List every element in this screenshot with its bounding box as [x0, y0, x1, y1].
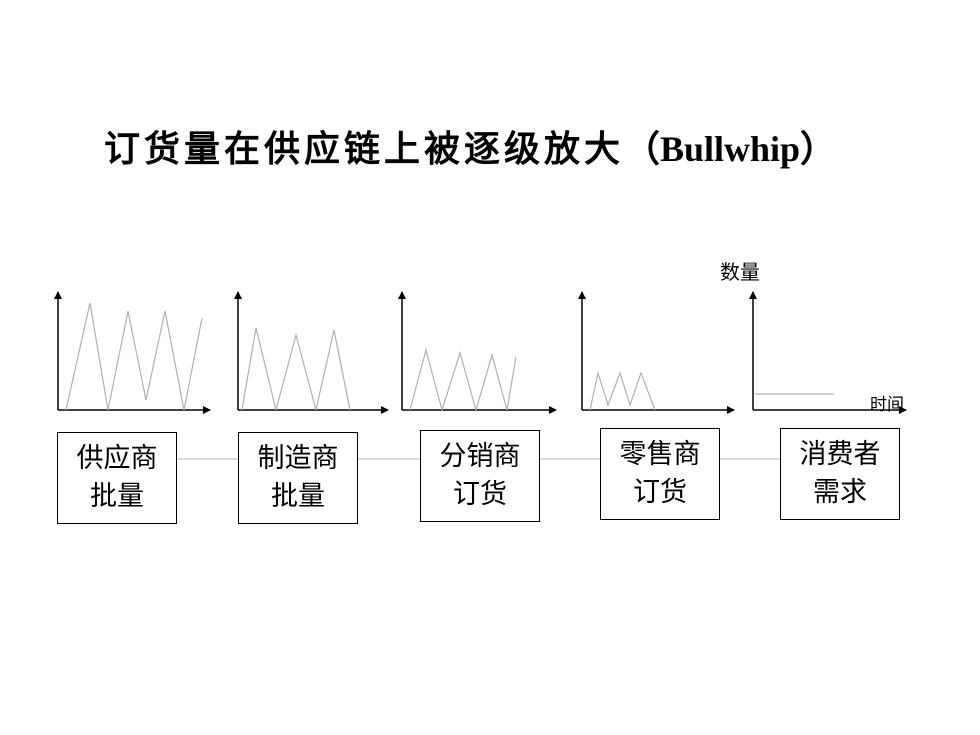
stage-metric: 批量 [271, 481, 325, 512]
order-wave [241, 327, 351, 411]
stage-name: 零售商 [619, 439, 701, 470]
mini-chart-consumer [749, 291, 907, 414]
stage-box-consumer: 消费者 需求 [780, 428, 900, 520]
stage-name: 供应商 [76, 443, 158, 474]
stage-name: 制造商 [257, 443, 339, 474]
order-wave [65, 302, 203, 411]
title-latin: （Bullwhip） [623, 129, 837, 169]
stage-metric: 订货 [453, 479, 507, 510]
stage-name: 消费者 [799, 439, 881, 470]
y-axis-caption: 数量 [720, 260, 760, 284]
stage-box-manufacturer: 制造商 批量 [238, 432, 358, 524]
mini-chart-retailer [578, 291, 735, 414]
mini-chart-manufacturer [234, 291, 389, 414]
order-wave [409, 347, 517, 413]
title-chinese: 订货量在供应链上被逐级放大 [103, 129, 624, 170]
stage-metric: 订货 [633, 477, 687, 508]
mini-chart-supplier [54, 291, 211, 414]
stage-metric: 批量 [90, 481, 144, 512]
slide-title: 订货量在供应链上被逐级放大（Bullwhip） [0, 120, 940, 172]
stage-box-retailer: 零售商 订货 [600, 428, 720, 520]
stage-box-distributor: 分销商 订货 [420, 430, 540, 522]
stage-box-supplier: 供应商 批量 [57, 432, 177, 524]
stage-name: 分销商 [439, 441, 521, 472]
order-wave [589, 370, 656, 411]
stage-metric: 需求 [813, 477, 867, 508]
mini-chart-distributor [398, 291, 557, 414]
